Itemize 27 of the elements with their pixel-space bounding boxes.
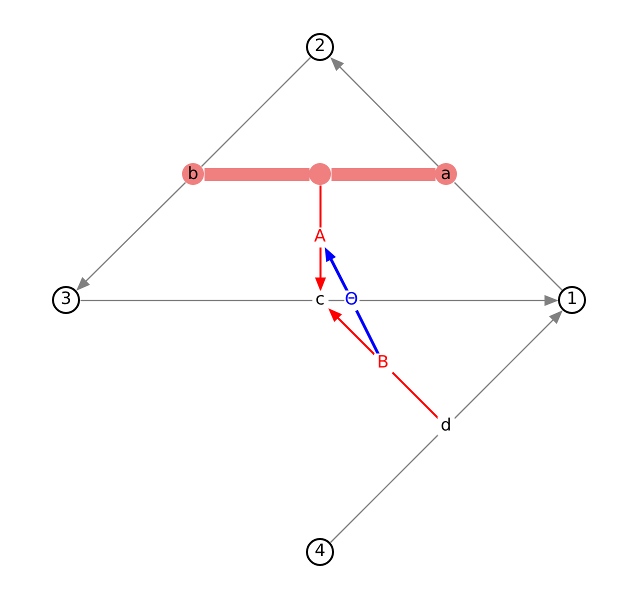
numbered-node: 2 bbox=[306, 33, 334, 61]
node-label: b bbox=[188, 164, 198, 184]
numbered-node: 4 bbox=[306, 538, 334, 566]
node-label: a bbox=[440, 164, 452, 184]
arrow bbox=[328, 308, 376, 356]
connector-line bbox=[330, 434, 439, 543]
arrow bbox=[330, 57, 439, 167]
connector-line bbox=[392, 372, 440, 420]
arrow bbox=[315, 248, 326, 292]
arrow bbox=[360, 295, 558, 306]
arrow bbox=[454, 310, 563, 419]
connector-line bbox=[204, 168, 310, 181]
endpoint-dot bbox=[182, 163, 204, 185]
connector-line bbox=[201, 57, 311, 167]
node-label: d bbox=[438, 416, 454, 436]
arrow bbox=[324, 247, 349, 292]
numbered-node: 3 bbox=[52, 286, 80, 314]
connector-line bbox=[328, 300, 344, 302]
arrow bbox=[76, 182, 186, 291]
connector-line bbox=[355, 310, 380, 356]
junction-dot bbox=[309, 163, 331, 185]
connector-line bbox=[454, 182, 563, 291]
connector-line bbox=[80, 300, 312, 302]
connector-line bbox=[332, 168, 436, 181]
connector-line bbox=[320, 186, 322, 228]
numbered-node: 1 bbox=[558, 286, 586, 314]
endpoint-dot bbox=[435, 163, 457, 185]
